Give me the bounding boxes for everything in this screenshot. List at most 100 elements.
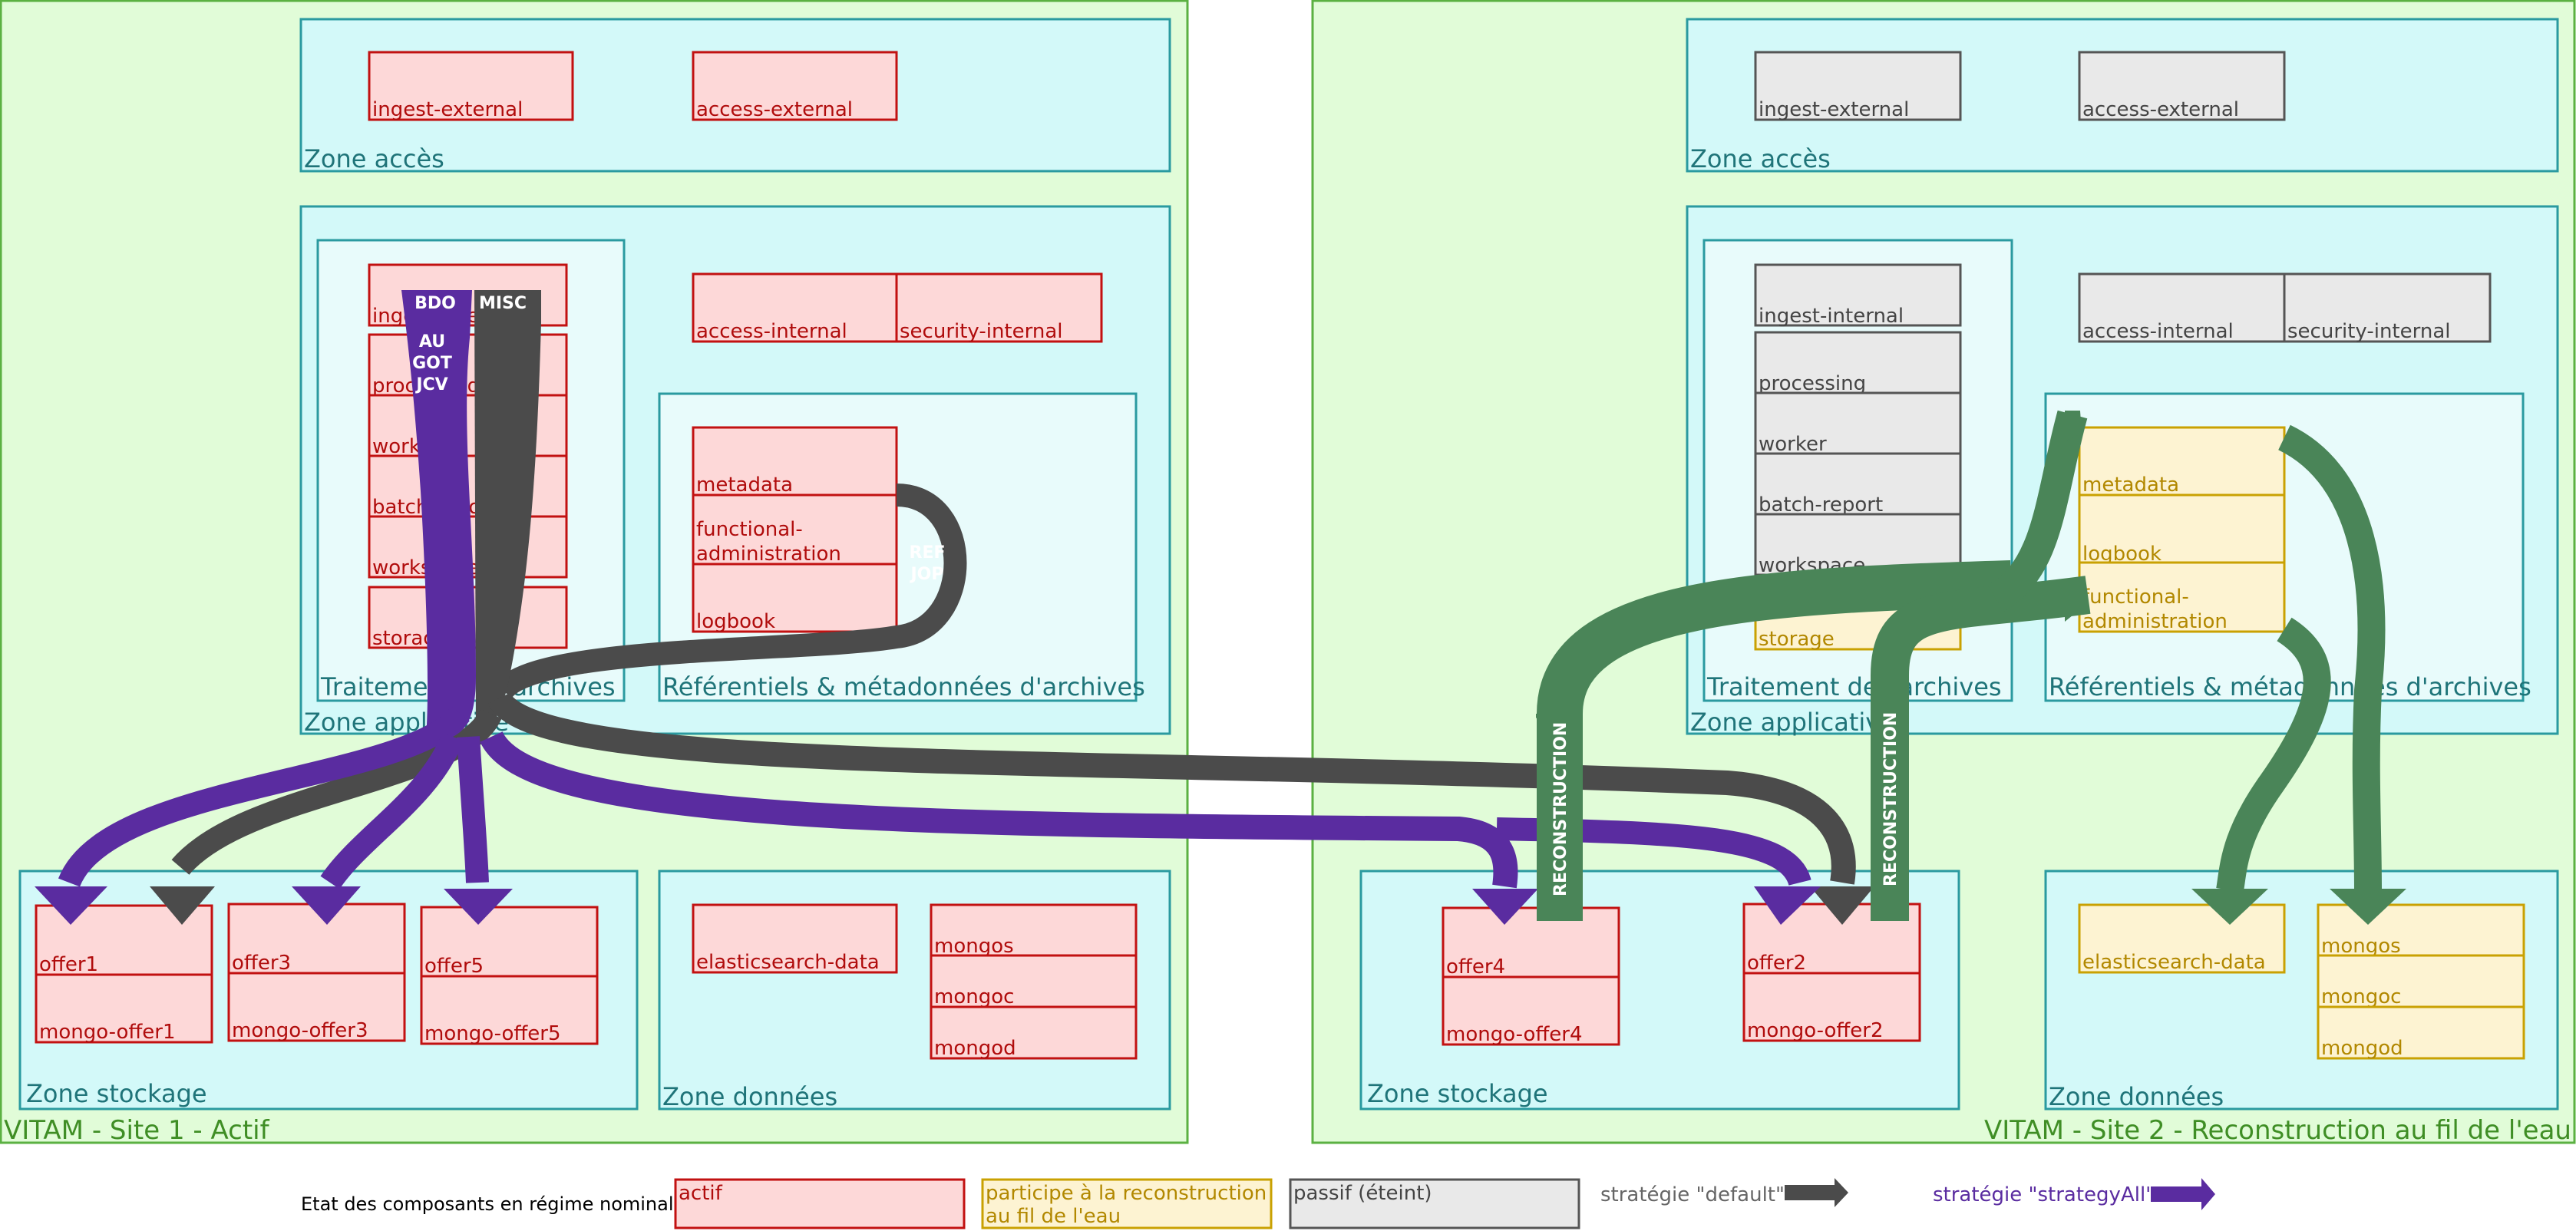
site1-offer5 [420, 906, 599, 978]
site2-mongo-offer2 [1742, 972, 1921, 1042]
strategyall-arrowhead-offer4 [1472, 889, 1538, 925]
bdo-stream [401, 290, 476, 737]
site2-mongo-offer4-label: mongo-offer4 [1446, 1023, 1583, 1046]
site1-referentiels-label: Référentiels & métadonnées d'archives [662, 672, 1145, 701]
legend-reconstruction-box [981, 1178, 1273, 1229]
site1-offer5-label: offer5 [424, 955, 484, 978]
default-arrowhead-offer3 [150, 886, 215, 925]
site2-ingest-internal-label: ingest-internal [1759, 305, 1904, 328]
site2-access-internal [2078, 272, 2286, 343]
site2-ingest-external-label: ingest-external [1759, 98, 1909, 121]
site2-access-external-label: access-external [2082, 98, 2239, 121]
site2-logbook [2078, 493, 2286, 564]
reconstruction-flow-mongos [2277, 424, 2386, 891]
reconstruction-arrowhead-functional [2065, 591, 2084, 622]
misc-label: MISC [479, 294, 527, 313]
site2-elasticsearch-data [2078, 903, 2286, 974]
site2-ingest-internal [1754, 263, 1962, 327]
legend-default-label: stratégie "default" [1600, 1183, 1785, 1206]
site2-zone-applicative-label: Zone applicative [1690, 708, 1895, 737]
site1-elasticsearch-data-label: elasticsearch-data [696, 951, 880, 974]
site2-zone-acces-label: Zone accès [1690, 144, 1831, 173]
bdo-label: BDO [414, 294, 456, 313]
site2-worker-label: worker [1759, 433, 1827, 456]
site1-mongoc-label: mongoc [934, 985, 1014, 1008]
site1-ingest-external [368, 51, 574, 121]
site2-offer4-label: offer4 [1446, 955, 1505, 979]
reconstruction-arrowhead-mongos [2330, 889, 2406, 925]
legend-reconstruction-label-2: au fil de l'eau [986, 1205, 1121, 1228]
strategyall-arrowhead-offer3 [292, 886, 361, 925]
legend-default-arrow [1785, 1178, 1848, 1207]
strategyall-arrowhead-offer1 [35, 886, 107, 925]
site2-security-internal-label: security-internal [2287, 320, 2451, 343]
site1-access-internal [692, 272, 898, 343]
site1-mongo-offer3-label: mongo-offer3 [232, 1019, 368, 1042]
site2-worker [1754, 391, 1962, 455]
au-label: AU [419, 332, 445, 351]
site2-metadata-label: metadata [2082, 474, 2179, 497]
jcv-label: JCV [414, 375, 447, 394]
site2-elasticsearch-data-label: elasticsearch-data [2082, 951, 2266, 974]
flows: BDO MISC AU GOT JCV REF JOP RECONSTRUCTI… [35, 290, 2406, 925]
jop-label: JOP [909, 565, 943, 584]
misc-stream [474, 290, 541, 737]
site2-storage-label: storage [1759, 628, 1835, 651]
legend-passif-label: passif (éteint) [1293, 1182, 1432, 1205]
reconstruction-arrowhead-metadata [2065, 411, 2082, 441]
site1-mongos-label: mongos [934, 935, 1014, 958]
strategyall-flow-offer3 [320, 732, 464, 889]
default-arrowhead-offer2 [1810, 886, 1874, 925]
site2-title: VITAM - Site 2 - Reconstruction au fil d… [1984, 1115, 2571, 1146]
legend-strategyall-label: stratégie "strategyAll" [1933, 1183, 2155, 1206]
site1-mongo-offer5 [420, 975, 599, 1045]
site2-traitement-label: Traitement des archives [1706, 672, 2002, 701]
legend-actif-box [674, 1178, 966, 1229]
site1-functional-label-2: administration [696, 543, 841, 566]
reconstruction-flow-2 [1871, 576, 2091, 921]
site1-zone-donnees-label: Zone données [662, 1082, 837, 1111]
reconstruction-arrowhead-elasticsearch [2191, 889, 2268, 925]
strategyall-arrowhead-offer5 [444, 889, 513, 925]
site2-access-external [2078, 51, 2286, 121]
site1-metadata [692, 426, 898, 497]
site2-mongod [2317, 1005, 2525, 1060]
site1-logbook-label: logbook [696, 610, 775, 633]
site1-zone-stockage-label: Zone stockage [26, 1079, 207, 1108]
site1-access-internal-label: access-internal [696, 320, 847, 343]
site1-metadata-label: metadata [696, 474, 793, 497]
site2-zone-donnees-label: Zone données [2049, 1082, 2224, 1111]
site2-ingest-external [1754, 51, 1962, 121]
reconstruction-flow-elasticsearch [2216, 617, 2331, 893]
site2-batch-report-label: batch-report [1759, 493, 1883, 516]
site1-ingest-external-label: ingest-external [372, 98, 523, 121]
site1-mongo-offer3 [227, 972, 406, 1042]
legend-title: Etat des composants en régime nominal : [301, 1193, 685, 1215]
site2-referentiels-label: Référentiels & métadonnées d'archives [2049, 672, 2531, 701]
site2-processing-label: processing [1759, 372, 1866, 395]
ref-label: REF [910, 543, 946, 563]
site1-security-internal [895, 272, 1103, 343]
got-label: GOT [412, 354, 452, 373]
site1-offer1-label: offer1 [39, 953, 98, 976]
default-flow-offer2 [487, 691, 1856, 885]
site2-functional-label-1: functional- [2082, 586, 2189, 609]
site1-mongo-offer5-label: mongo-offer5 [424, 1022, 561, 1045]
legend-strategyall-arrow [2151, 1178, 2215, 1210]
site2-mongos-label: mongos [2321, 935, 2401, 958]
site1-access-external [692, 51, 898, 121]
site1-functional-administration [692, 493, 898, 566]
site1-elasticsearch-data [692, 903, 898, 974]
site1-logbook [692, 563, 898, 633]
site1-security-internal-label: security-internal [900, 320, 1063, 343]
site2-zone-stockage-label: Zone stockage [1367, 1079, 1548, 1108]
reconstruction-label-1: RECONSTRUCTION [1551, 722, 1570, 896]
site2-access-internal-label: access-internal [2082, 320, 2234, 343]
site1-functional-label-1: functional- [696, 518, 803, 541]
reconstruction-label-2: RECONSTRUCTION [1881, 712, 1901, 886]
reconstruction-flow-up [1987, 410, 2088, 612]
legend-reconstruction-label-1: participe à la reconstruction [986, 1182, 1267, 1205]
strategyall-arrowhead-offer2 [1754, 886, 1821, 925]
site1-mongod-label: mongod [934, 1037, 1016, 1060]
